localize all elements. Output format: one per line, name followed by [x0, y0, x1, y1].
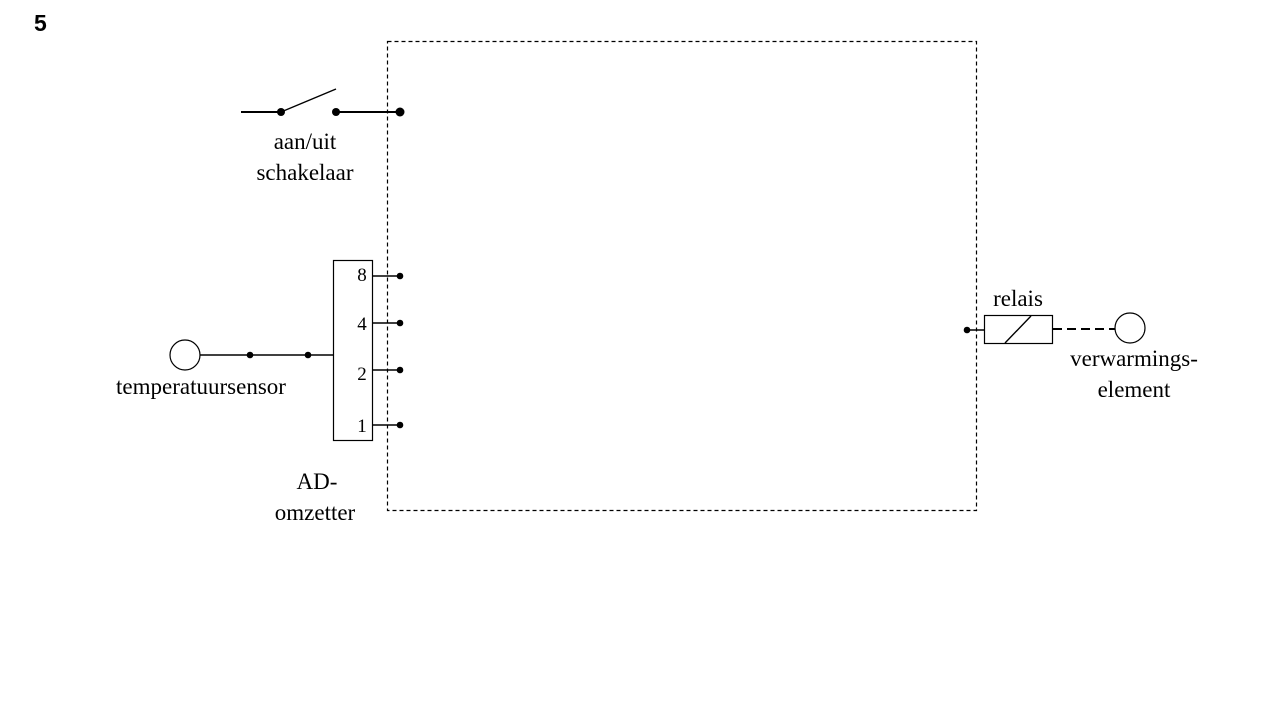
- relay-label: relais: [993, 286, 1043, 311]
- question-number: 5: [34, 10, 47, 36]
- adc-label-line2: omzetter: [275, 500, 356, 525]
- adc-pin-4: 4: [357, 314, 367, 335]
- switch-label-line2: schakelaar: [256, 160, 353, 185]
- relay: [963, 314, 1115, 345]
- heating-element: [1114, 312, 1146, 344]
- adc-pin-2: 2: [357, 364, 367, 385]
- heater-label-line1: verwarmings-: [1070, 346, 1198, 371]
- on-off-switch: [241, 88, 405, 117]
- ad-converter: [332, 259, 404, 442]
- sensor-label: temperatuursensor: [116, 374, 286, 399]
- temperature-sensor: [169, 339, 333, 371]
- adc-pin-8: 8: [357, 265, 367, 286]
- heater-label-line2: element: [1098, 377, 1171, 402]
- adc-pin-1: 1: [357, 416, 367, 437]
- switch-label-line1: aan/uit: [274, 129, 337, 154]
- adc-label-line1: AD-: [297, 469, 338, 494]
- processing-box: [386, 40, 978, 512]
